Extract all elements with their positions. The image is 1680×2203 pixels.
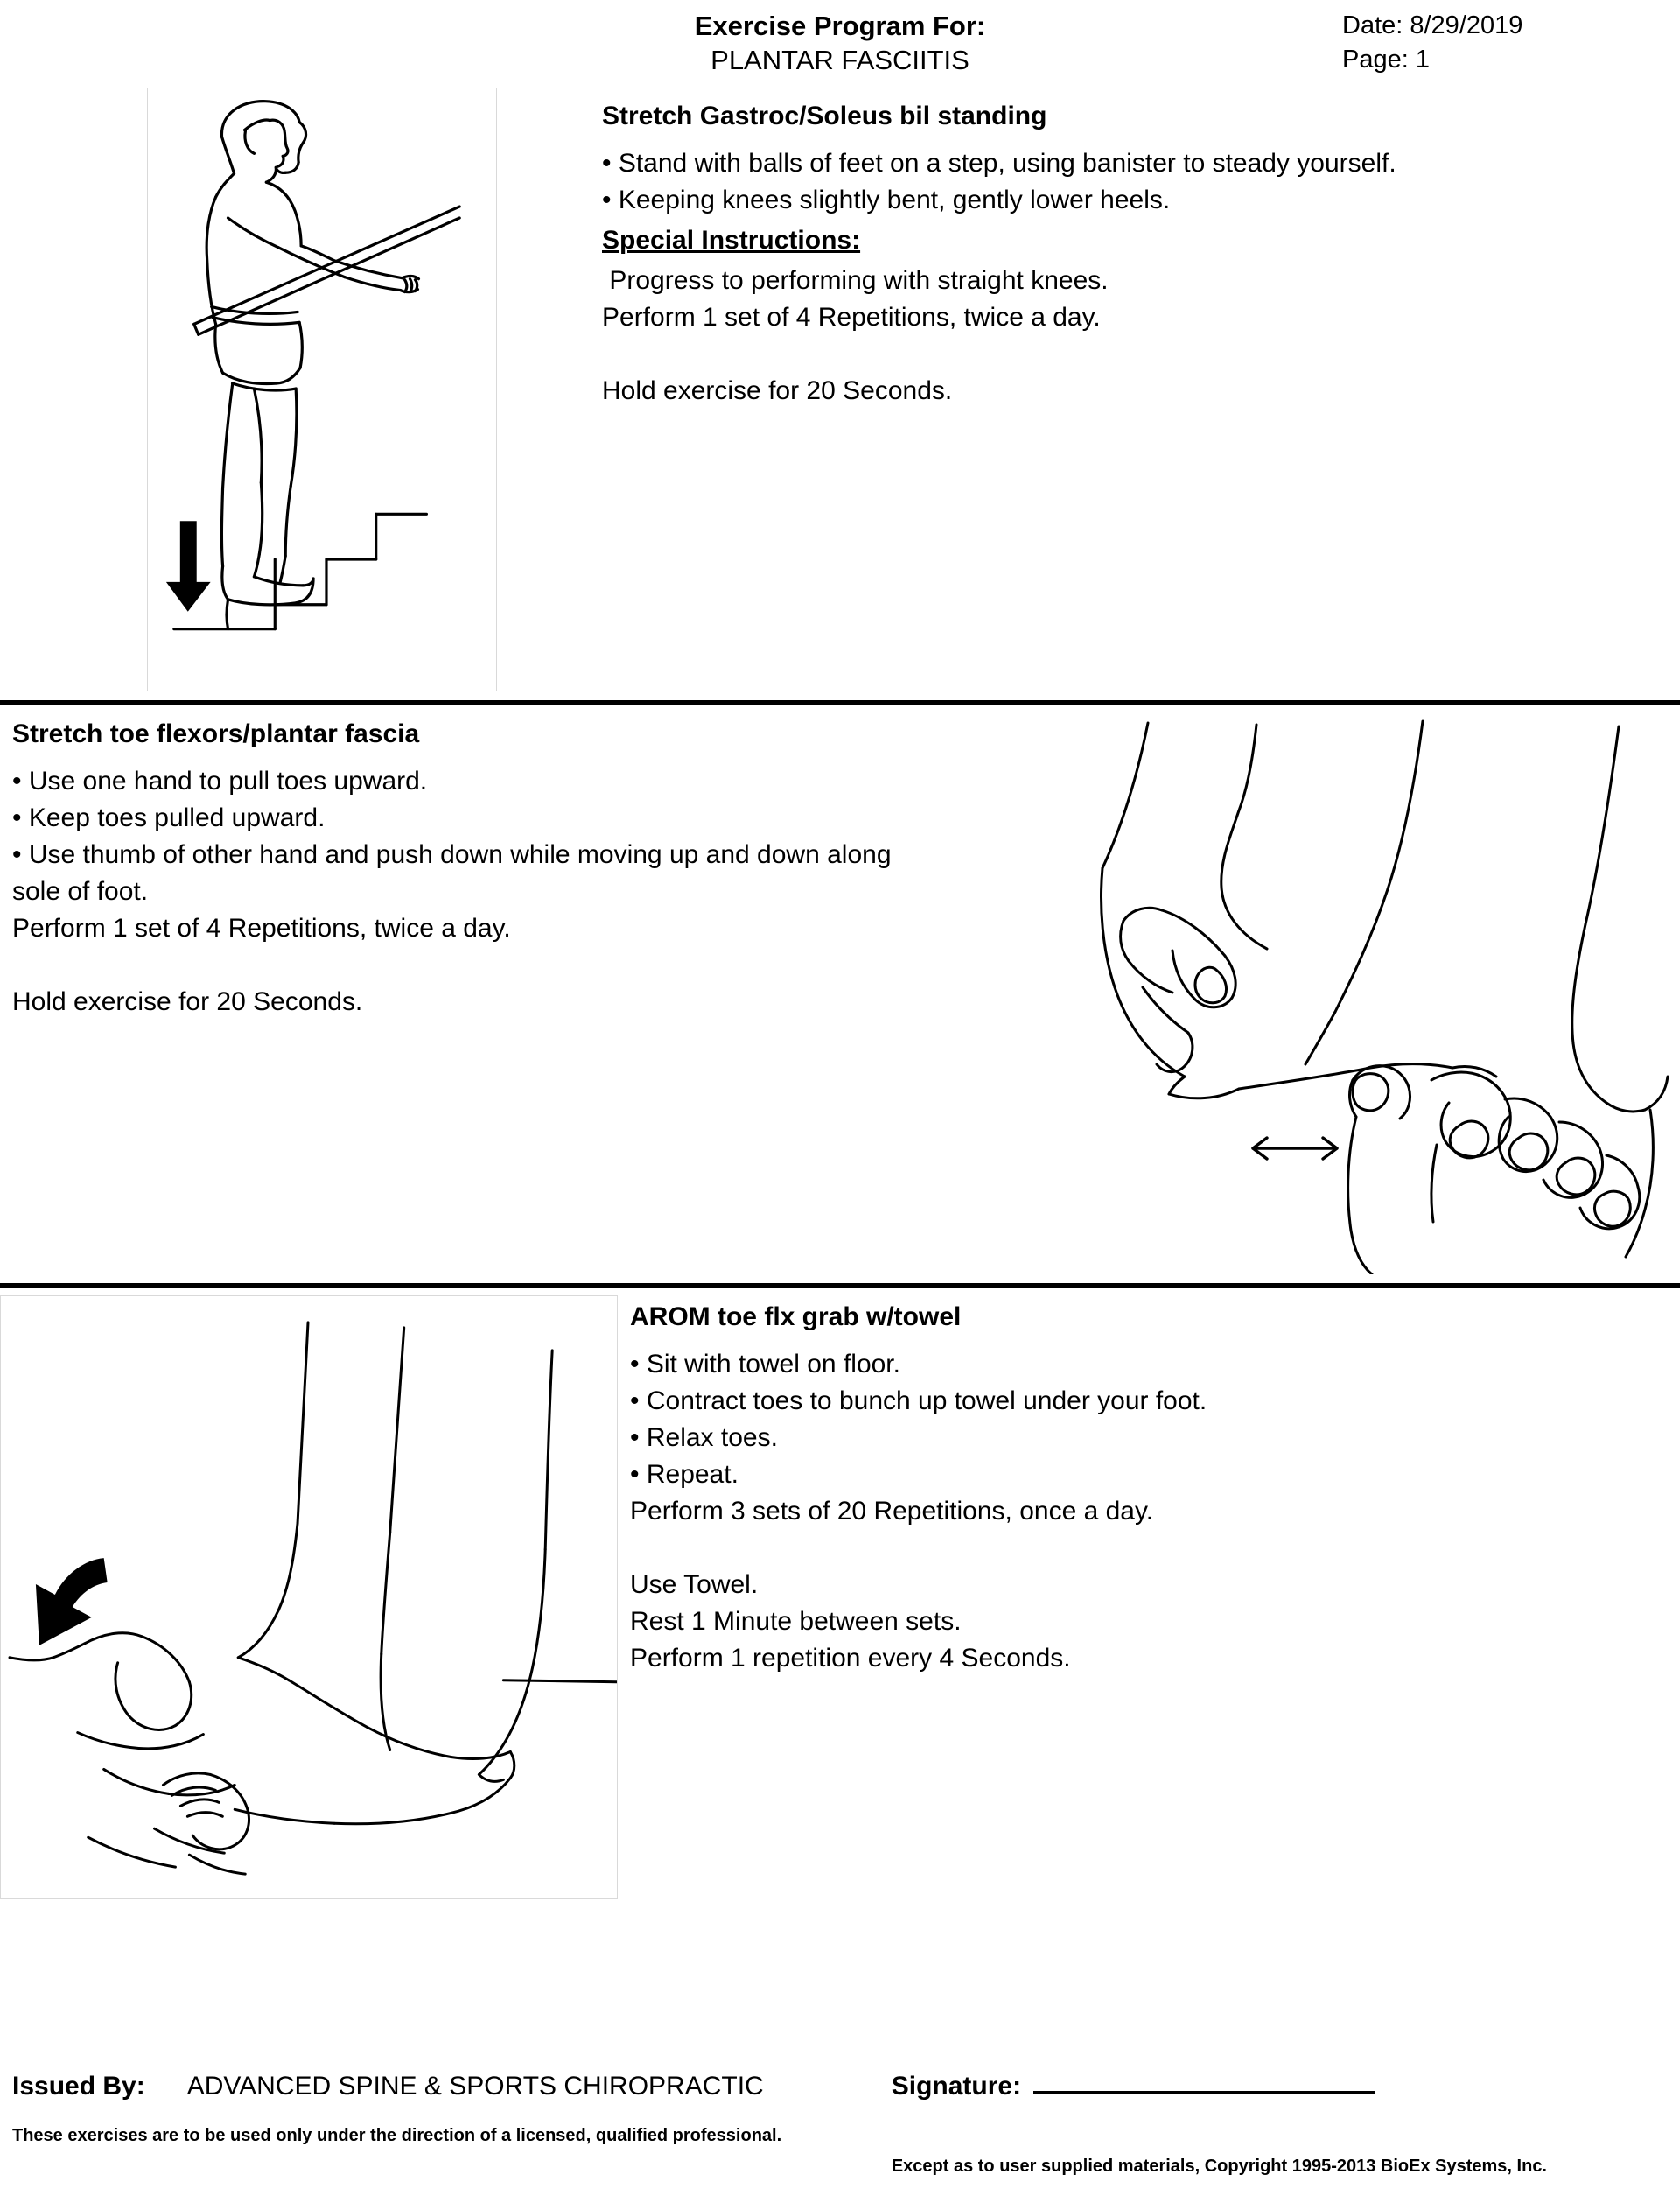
section-divider-2 (0, 1283, 1680, 1288)
issued-by-label: Issued By: (12, 2072, 145, 2101)
exercise-2-bullet-3-cont: sole of foot. (12, 877, 149, 906)
page-title: Exercise Program For: (694, 11, 986, 41)
exercise-3-figure (0, 1295, 618, 1899)
exercise-1-spacer (602, 336, 1628, 373)
exercise-1-text: Stretch Gastroc/Soleus bil standing • St… (497, 88, 1680, 700)
signature-label: Signature: (891, 2072, 1022, 2101)
exercise-1-special-instructions-heading: Special Instructions: (602, 226, 861, 255)
exercise-1-hold: Hold exercise for 20 Seconds. (602, 376, 953, 405)
header-center-block: Exercise Program For: PLANTAR FASCIITIS (0, 9, 1680, 77)
exercise-2-dosage: Perform 1 set of 4 Repetitions, twice a … (12, 914, 511, 943)
exercise-3-bullet-1: • Sit with towel on floor. (630, 1350, 900, 1379)
page-footer: Issued By: ADVANCED SPINE & SPORTS CHIRO… (0, 2072, 1680, 2203)
exercise-block-1: Stretch Gastroc/Soleus bil standing • St… (0, 88, 1680, 700)
exercise-block-2: Stretch toe flexors/plantar fascia • Use… (0, 705, 1680, 1283)
page-header: Exercise Program For: PLANTAR FASCIITIS … (0, 0, 1680, 88)
exercise-3-extra-1: Use Towel. (630, 1570, 759, 1599)
foot-bunching-towel-illustration (8, 1321, 617, 1876)
program-condition: PLANTAR FASCIITIS (710, 45, 970, 75)
exercise-1-bullet-2: • Keeping knees slightly bent, gently lo… (602, 186, 1171, 214)
signature-field-group[interactable]: Signature: (891, 2072, 1376, 2101)
footer-copyright: Except as to user supplied materials, Co… (891, 2157, 1547, 2176)
footer-disclaimer: These exercises are to be used only unde… (12, 2126, 782, 2145)
section-divider-1 (0, 700, 1680, 705)
signature-line[interactable] (1033, 2089, 1376, 2094)
exercise-3-dosage: Perform 3 sets of 20 Repetitions, once a… (630, 1497, 1154, 1526)
exercise-2-spacer (12, 947, 1076, 984)
exercise-1-figure (147, 88, 497, 691)
exercise-2-figure (1094, 714, 1671, 1274)
exercise-1-bullet-1: • Stand with balls of feet on a step, us… (602, 149, 1396, 178)
down-arrow-icon (165, 521, 211, 612)
exercise-1-title: Stretch Gastroc/Soleus bil standing (602, 102, 1047, 130)
exercise-3-title: AROM toe flx grab w/towel (630, 1302, 962, 1331)
exercise-3-bullet-4: • Repeat. (630, 1460, 738, 1489)
document-date: Date: 8/29/2019 (1342, 11, 1523, 39)
exercise-2-bullet-2: • Keep toes pulled upward. (12, 803, 326, 832)
person-on-step-heel-drop-illustration (165, 100, 461, 631)
exercise-3-bullet-2: • Contract toes to bunch up towel under … (630, 1386, 1208, 1415)
exercise-2-bullet-1: • Use one hand to pull toes upward. (12, 767, 428, 796)
exercise-2-hold: Hold exercise for 20 Seconds. (12, 987, 363, 1016)
exercise-1-dosage: Perform 1 set of 4 Repetitions, twice a … (602, 303, 1101, 332)
exercise-block-3: AROM toe flx grab w/towel • Sit with tow… (0, 1288, 1680, 1901)
exercise-1-special-instructions: Progress to performing with straight kne… (602, 266, 1109, 295)
exercise-3-extra-2: Rest 1 Minute between sets. (630, 1607, 962, 1636)
exercise-3-bullet-3: • Relax toes. (630, 1423, 778, 1452)
header-meta-block: Date: 8/29/2019 Page: 1 (1342, 9, 1596, 77)
exercise-3-extra-3: Perform 1 repetition every 4 Seconds. (630, 1644, 1071, 1673)
exercise-3-text: AROM toe flx grab w/towel • Sit with tow… (618, 1288, 1680, 1901)
page-number: Page: 1 (1342, 46, 1430, 74)
footer-primary-row: Issued By: ADVANCED SPINE & SPORTS CHIRO… (0, 2072, 1680, 2117)
hand-stretching-toes-plantar-fascia-illustration (1100, 719, 1670, 1274)
clinic-name: ADVANCED SPINE & SPORTS CHIROPRACTIC (186, 2072, 764, 2101)
curved-arrow-icon (35, 1558, 108, 1645)
exercise-2-title: Stretch toe flexors/plantar fascia (12, 719, 420, 748)
exercise-1-special-instructions-heading-wrap: Special Instructions: (602, 219, 1628, 263)
double-headed-arrow-icon (1251, 1136, 1339, 1161)
exercise-2-bullet-3: • Use thumb of other hand and push down … (12, 840, 892, 869)
exercise-2-text: Stretch toe flexors/plantar fascia • Use… (0, 705, 1094, 1283)
exercise-3-spacer (630, 1530, 1645, 1567)
